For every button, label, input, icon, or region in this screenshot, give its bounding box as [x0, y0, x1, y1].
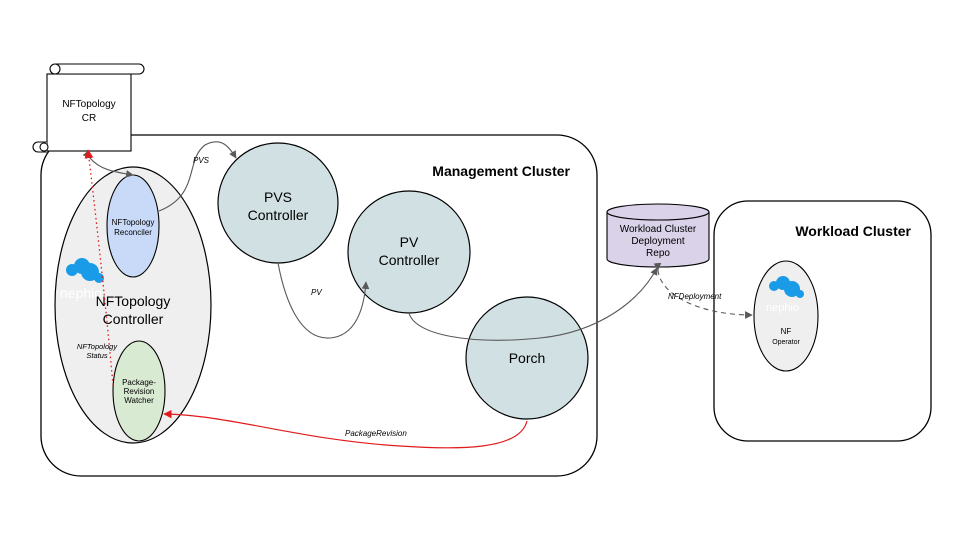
nftopology-controller-label-2: Controller: [103, 311, 164, 327]
edge-label-package-revision: PackageRevision: [345, 429, 407, 438]
nf-operator-label-1: NF: [781, 327, 792, 336]
repo-label-1: Workload Cluster: [620, 224, 697, 235]
pv-controller-label-1: PV: [400, 234, 419, 250]
edge-cr-reconciler: [82, 150, 134, 178]
edge-label-status-2: Status: [86, 351, 108, 360]
edge-label-pv: PV: [311, 288, 322, 297]
pvs-controller-label-1: PVS: [264, 189, 292, 205]
edge-label-pvs: PVS: [193, 156, 210, 165]
cr-label-1: NFTopology: [62, 99, 115, 110]
watcher-label-3: Watcher: [124, 396, 154, 405]
nephio-logo-icon: nephio: [766, 276, 804, 314]
repo-label-2: Deployment: [631, 236, 685, 247]
management-cluster-title: Management Cluster: [432, 163, 570, 179]
edge-label-nfdeployment: NFDeployment: [668, 292, 722, 301]
watcher-label-1: Package-: [122, 378, 156, 387]
workload-cluster-title: Workload Cluster: [795, 223, 911, 239]
nftopology-controller-label-1: NFTopology: [96, 293, 171, 309]
edge-label-status-1: NFTopology: [77, 342, 118, 351]
pvs-controller-label-2: Controller: [248, 207, 309, 223]
reconciler-label-1: NFTopology: [112, 218, 155, 227]
edge-pvs-pv: [277, 262, 370, 339]
nephio-logo-text: nephio: [60, 285, 102, 301]
cr-label-2: CR: [82, 113, 96, 124]
package-revision-watcher: Package- Revision Watcher: [112, 340, 166, 442]
pvs-controller: PVS Controller: [217, 142, 339, 264]
workload-cluster-deployment-repo: Workload Cluster Deployment Repo: [606, 203, 710, 268]
porch: Porch: [465, 296, 589, 420]
edge-porch-watcher: [163, 409, 528, 449]
nftopology-cr-scroll: NFTopology CR: [32, 63, 145, 153]
workload-cluster: Workload Cluster: [713, 200, 932, 442]
pv-controller-label-2: Controller: [379, 252, 440, 268]
nephio-logo-icon: nephio: [60, 258, 104, 301]
edge-pv-repo: [408, 267, 658, 341]
porch-label: Porch: [509, 350, 546, 366]
watcher-label-2: Revision: [124, 387, 155, 396]
nf-operator-logo-text: nephio: [766, 302, 799, 314]
edge-reconciler-pvs: [158, 141, 237, 212]
nftopology-reconciler: NFTopology Reconciler: [106, 174, 160, 278]
reconciler-label-2: Reconciler: [114, 228, 152, 237]
pv-controller: PV Controller: [347, 190, 471, 314]
nftopology-controller: nephio NFTopology Controller: [54, 166, 212, 444]
repo-label-3: Repo: [646, 248, 670, 259]
nf-operator-label-2: Operator: [772, 339, 800, 346]
nf-operator: nephio NF Operator: [753, 260, 819, 372]
